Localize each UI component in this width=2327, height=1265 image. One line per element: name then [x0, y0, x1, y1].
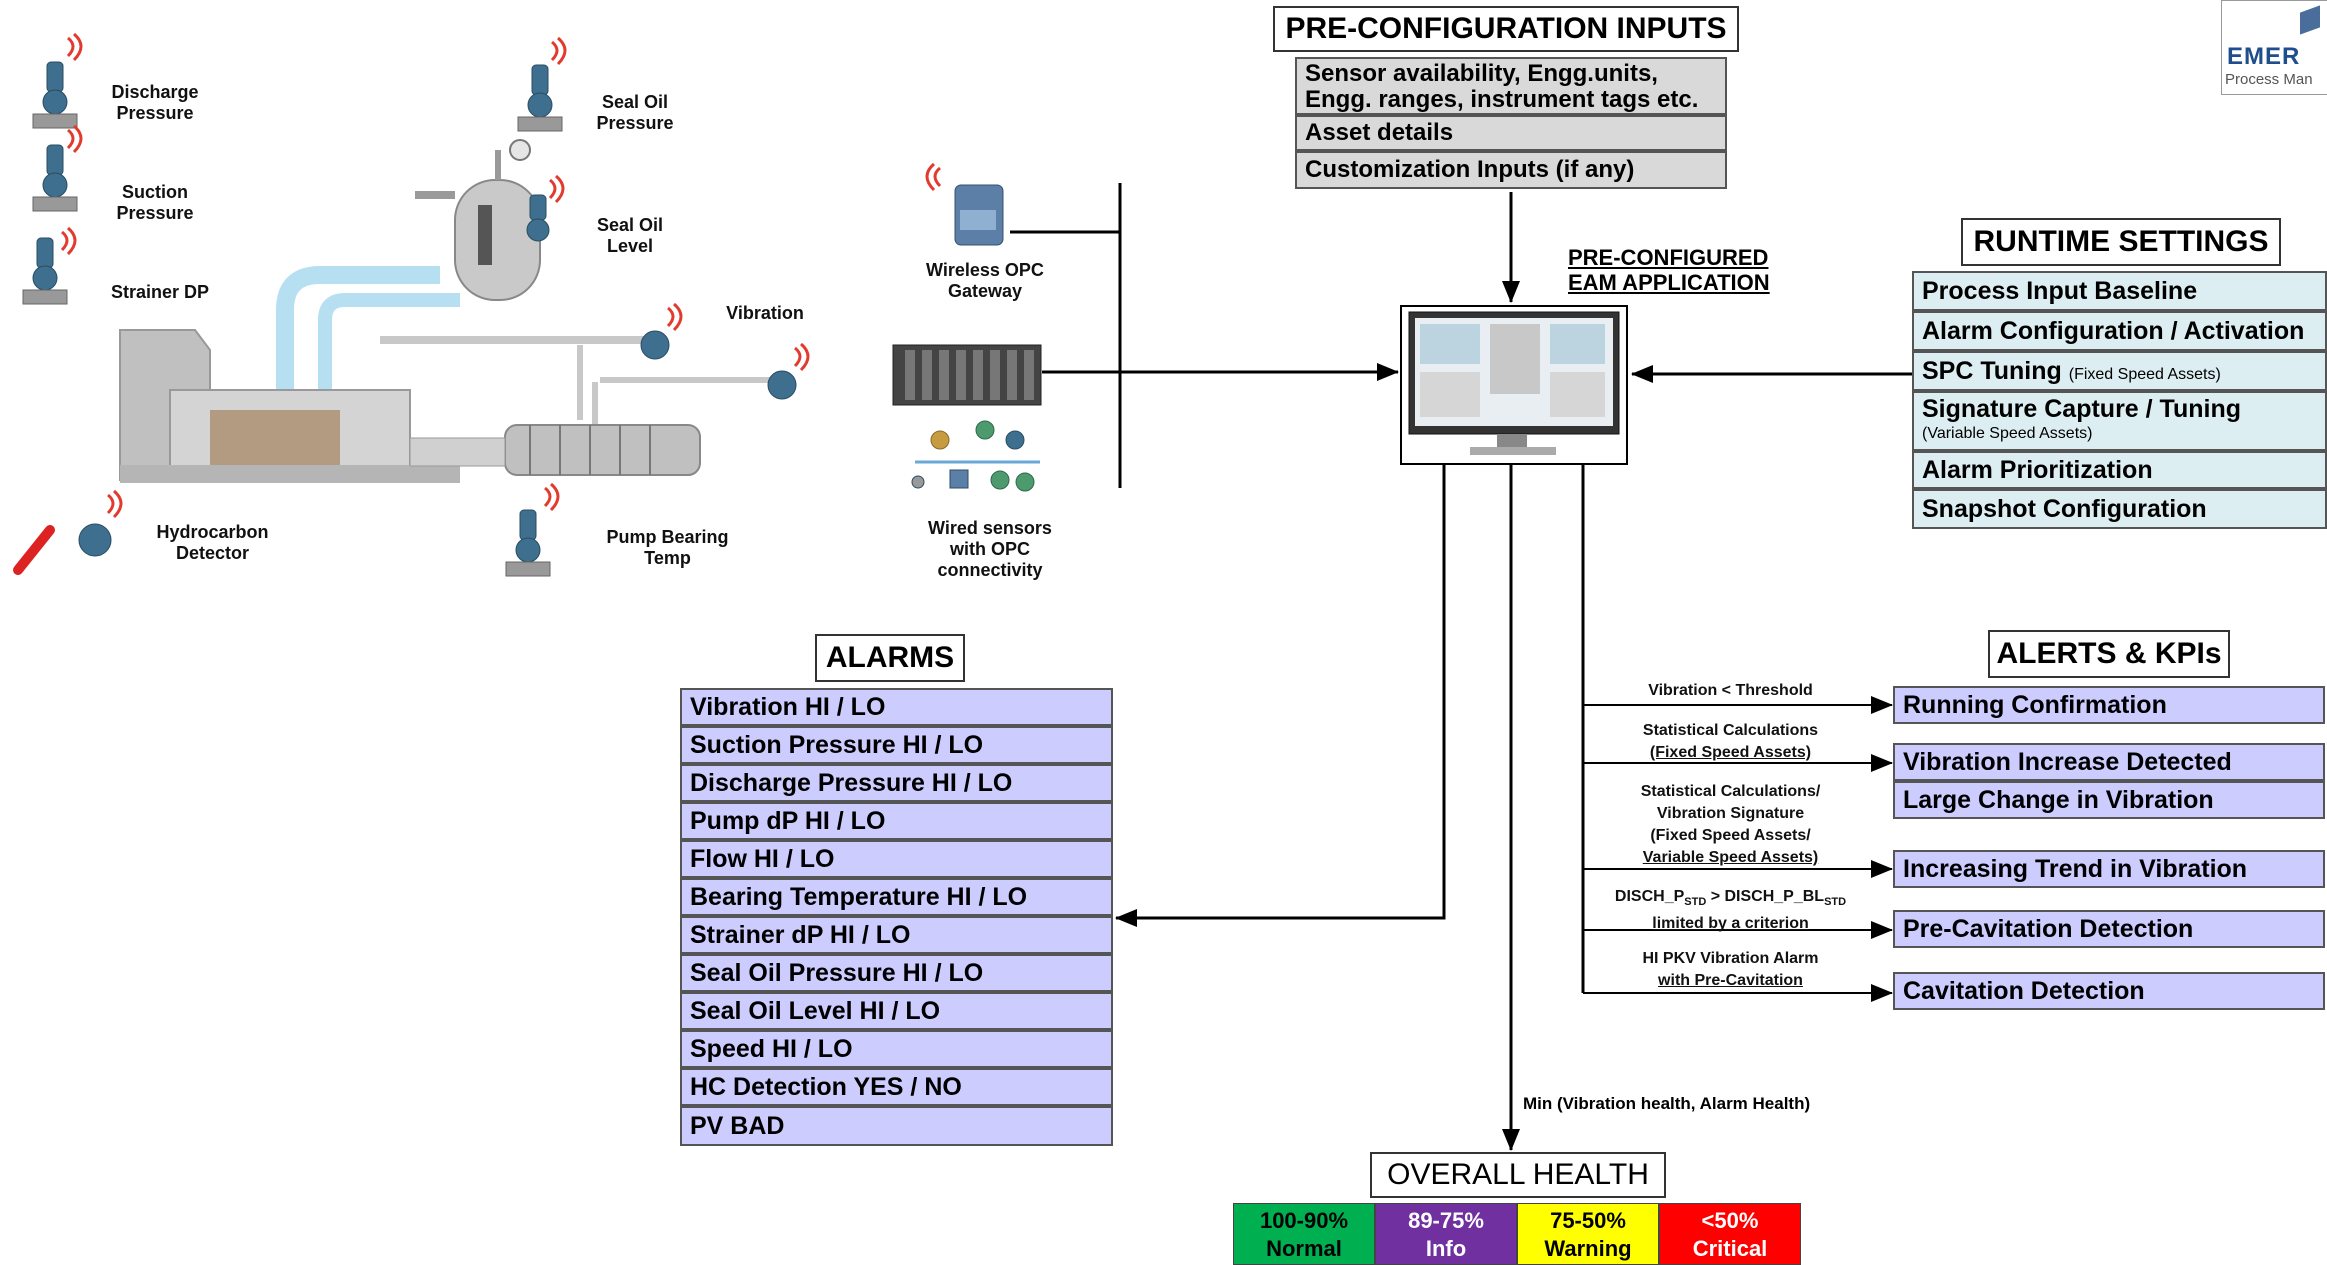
eam-label-line1: PRE-CONFIGURED [1568, 245, 1769, 270]
transmitter-icons [22, 61, 1042, 577]
pre-config-item: Sensor availability, Engg.units, Engg. r… [1295, 57, 1727, 115]
runtime-item: Snapshot Configuration [1912, 489, 2327, 529]
logo-name: EMER [2227, 43, 2301, 70]
sensor-label-seal-oil-pressure: Seal Oil Pressure [596, 92, 674, 133]
alert-item: Running Confirmation [1893, 686, 2325, 724]
alarm-item: Seal Oil Level HI / LO [680, 992, 1113, 1030]
runtime-item-text: Alarm Prioritization [1922, 456, 2153, 484]
runtime-item-text: Signature Capture / Tuning [1922, 395, 2241, 423]
health-formula: Min (Vibration health, Alarm Health) [1523, 1094, 1811, 1113]
health-level-name: Warning [1544, 1236, 1632, 1261]
sensor-label-strainer-dp: Strainer DP [110, 282, 210, 302]
runtime-item-note: (Variable Speed Assets) [1922, 425, 2093, 442]
logo-mark-icon [2300, 5, 2320, 35]
monitor-icon [1400, 305, 1628, 465]
condition-line: (Fixed Speed Assets) [1649, 744, 1812, 761]
health-level-critical: <50% Critical [1659, 1203, 1801, 1265]
runtime-item-text: Alarm Configuration / Activation [1922, 317, 2305, 345]
alarm-item: Speed HI / LO [680, 1030, 1113, 1068]
health-level-name: Critical [1692, 1236, 1768, 1261]
alerts-kpis-title: ALERTS & KPIs [1988, 630, 2230, 678]
condition-label: Vibration < Threshold [1648, 682, 1813, 699]
wired-sensors-label: Wired sensors with OPC connectivity [928, 518, 1052, 580]
condition-line: Variable Speed Assets) [1642, 849, 1819, 866]
sensor-label-hydrocarbon-detector: Hydrocarbon Detector [156, 522, 269, 563]
health-level-name: Info [1425, 1236, 1467, 1261]
condition-line: (Fixed Speed Assets/ [1650, 827, 1811, 844]
health-level-warning: 75-50% Warning [1517, 1203, 1659, 1265]
runtime-item-text: SPC Tuning [1922, 357, 2062, 385]
alarm-item: Strainer dP HI / LO [680, 916, 1113, 954]
condition-label: Statistical Calculations/ Vibration Sign… [1588, 781, 1873, 869]
condition-line: Statistical Calculations [1642, 722, 1819, 739]
alert-item: Vibration Increase Detected [1893, 743, 2325, 781]
alarm-item: Discharge Pressure HI / LO [680, 764, 1113, 802]
alarm-item: Suction Pressure HI / LO [680, 726, 1113, 764]
condition-text: DISCH_P [1614, 888, 1685, 905]
pre-config-item: Customization Inputs (if any) [1295, 151, 1727, 189]
alert-item: Increasing Trend in Vibration [1893, 850, 2325, 888]
runtime-item-text: Snapshot Configuration [1922, 495, 2207, 523]
alarm-item: PV BAD [680, 1106, 1113, 1146]
health-level-info: 89-75% Info [1375, 1203, 1517, 1265]
condition-label: Statistical Calculations (Fixed Speed As… [1588, 720, 1873, 764]
alarms-title: ALARMS [815, 634, 965, 682]
health-level-range: 89-75% [1408, 1208, 1484, 1233]
runtime-item: Signature Capture / Tuning (Variable Spee… [1912, 391, 2327, 451]
runtime-item: Alarm Prioritization [1912, 451, 2327, 489]
condition-line: DISCH_PSTD > DISCH_P_BLSTD [1588, 886, 1873, 913]
runtime-item: Alarm Configuration / Activation [1912, 311, 2327, 351]
pre-config-item: Asset details [1295, 115, 1727, 151]
condition-line: HI PKV Vibration Alarm [1642, 950, 1819, 967]
condition-label: DISCH_PSTD > DISCH_P_BLSTD limited by a … [1588, 886, 1873, 935]
condition-line: with Pre-Cavitation [1658, 972, 1803, 989]
condition-subscript: STD [1824, 896, 1847, 909]
sensor-label-discharge-pressure: Discharge Pressure [111, 82, 199, 123]
health-level-range: 75-50% [1550, 1208, 1626, 1233]
sensor-label-vibration: Vibration [726, 303, 804, 323]
condition-line: Statistical Calculations/ [1640, 783, 1821, 800]
health-level-name: Normal [1266, 1236, 1342, 1261]
condition-text: > DISCH_P_BL [1706, 888, 1825, 905]
eam-application-label: PRE-CONFIGURED EAM APPLICATION [1568, 245, 1808, 295]
alarm-item: Vibration HI / LO [680, 688, 1113, 726]
pump-skid-illustration [119, 139, 780, 483]
alarm-item: Bearing Temperature HI / LO [680, 878, 1113, 916]
alert-item: Large Change in Vibration [1893, 781, 2325, 819]
sensor-label-suction-pressure: Suction Pressure [116, 182, 194, 223]
runtime-item-text: Process Input Baseline [1922, 277, 2198, 305]
alarm-item: Flow HI / LO [680, 840, 1113, 878]
eam-label-line2: EAM APPLICATION [1568, 270, 1770, 295]
company-logo: EMER Process Man [2221, 0, 2327, 95]
alarm-item: Seal Oil Pressure HI / LO [680, 954, 1113, 992]
alert-item: Cavitation Detection [1893, 972, 2325, 1010]
logo-subtitle: Process Man [2225, 71, 2313, 88]
condition-line: Vibration Signature [1656, 805, 1805, 822]
overall-health-title: OVERALL HEALTH [1370, 1152, 1666, 1198]
wireless-signal-icons [60, 32, 942, 519]
health-level-range: <50% [1701, 1208, 1759, 1233]
alarm-item: HC Detection YES / NO [680, 1068, 1113, 1106]
health-level-range: 100-90% [1259, 1208, 1349, 1233]
condition-label: HI PKV Vibration Alarm with Pre-Cavitati… [1588, 948, 1873, 992]
runtime-settings-title: RUNTIME SETTINGS [1961, 218, 2281, 266]
condition-subscript: STD [1684, 896, 1707, 909]
runtime-item: SPC Tuning (Fixed Speed Assets) [1912, 351, 2327, 391]
sensor-label-seal-oil-level: Seal Oil Level [596, 215, 664, 256]
health-level-normal: 100-90% Normal [1233, 1203, 1375, 1265]
alert-item: Pre-Cavitation Detection [1893, 910, 2325, 948]
hydrocarbon-probe-icon [13, 525, 55, 575]
sensor-label-pump-bearing-temp: Pump Bearing Temp [606, 527, 729, 568]
pre-config-title: PRE-CONFIGURATION INPUTS [1273, 6, 1739, 52]
condition-line: limited by a criterion [1652, 915, 1809, 933]
runtime-item-note: (Fixed Speed Assets) [2068, 366, 2221, 383]
alarm-item: Pump dP HI / LO [680, 802, 1113, 840]
runtime-item: Process Input Baseline [1912, 271, 2327, 311]
wireless-gateway-label: Wireless OPC Gateway [926, 260, 1044, 301]
